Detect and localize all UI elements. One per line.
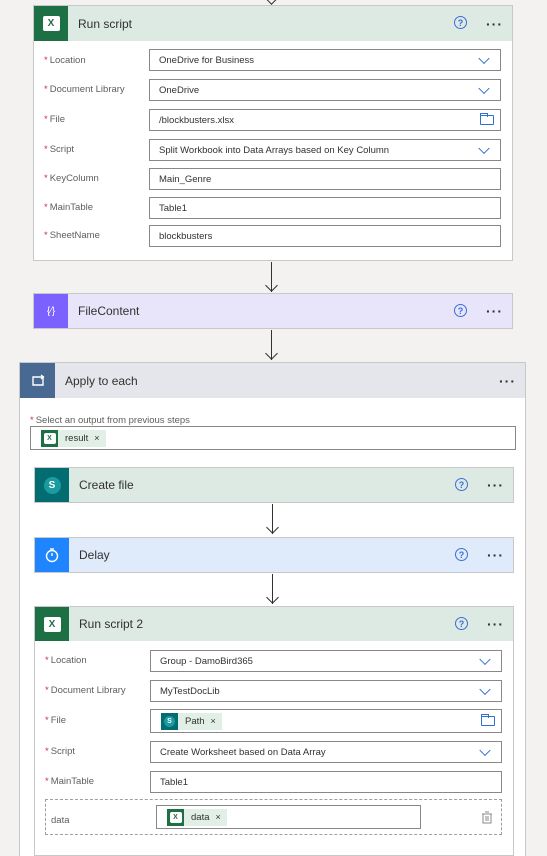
connector-arrow-head	[265, 279, 278, 292]
variable-icon-container: {⁄}	[34, 294, 68, 328]
sheetname-label: *SheetName	[44, 230, 100, 241]
maintable-label: *MainTable	[44, 202, 94, 213]
data-label: data	[51, 815, 70, 826]
document-library-label: *Document Library	[44, 84, 125, 95]
excel-icon-container: X	[41, 429, 58, 447]
excel-icon: X	[43, 432, 56, 444]
keycolumn-label: *KeyColumn	[44, 173, 99, 184]
chevron-down-icon	[479, 744, 491, 757]
excel-icon: X	[42, 16, 60, 31]
document-library-dropdown[interactable]: OneDrive	[149, 79, 501, 101]
data-token[interactable]: X data ×	[167, 808, 227, 826]
file-label: *File	[44, 114, 66, 125]
chevron-down-icon	[479, 653, 491, 666]
loop-icon-container	[20, 363, 55, 398]
timer-icon-container	[35, 538, 69, 572]
run-script-card: X Run script ? ··· *Location OneDrive fo…	[33, 5, 513, 261]
excel-icon-container: X	[167, 808, 184, 826]
more-options-icon[interactable]: ···	[487, 616, 504, 632]
data-field-group: data X data ×	[45, 799, 502, 835]
folder-icon[interactable]	[480, 113, 494, 125]
connector-line	[271, 262, 272, 292]
connector-arrow-head	[266, 591, 279, 604]
trash-icon[interactable]	[481, 811, 493, 824]
more-options-icon[interactable]: ···	[499, 373, 516, 389]
document-library-label: *Document Library	[45, 685, 126, 696]
run-script-header[interactable]: X Run script ? ···	[34, 6, 512, 41]
sharepoint-icon: S	[43, 476, 61, 494]
file-input[interactable]: S Path ×	[150, 709, 502, 733]
variable-icon: {⁄}	[46, 305, 56, 317]
connector-line	[272, 574, 273, 604]
connector-line	[272, 504, 273, 534]
help-icon[interactable]: ?	[455, 478, 468, 491]
remove-token-icon[interactable]: ×	[215, 812, 221, 822]
connector-arrow-head	[265, 347, 278, 360]
help-icon[interactable]: ?	[455, 548, 468, 561]
run-script-title: Run script	[78, 16, 133, 31]
more-options-icon[interactable]: ···	[486, 303, 503, 319]
chevron-down-icon	[478, 142, 490, 155]
excel-icon: X	[169, 811, 182, 823]
help-icon[interactable]: ?	[454, 304, 467, 317]
help-icon[interactable]: ?	[454, 16, 467, 29]
chevron-down-icon	[479, 683, 491, 696]
folder-icon[interactable]	[481, 714, 495, 726]
excel-icon-container: X	[35, 607, 69, 641]
apply-to-each-title: Apply to each	[65, 373, 138, 388]
remove-token-icon[interactable]: ×	[210, 716, 216, 726]
sharepoint-icon-container: S	[35, 468, 69, 502]
connector-arrow-head	[266, 521, 279, 534]
sharepoint-icon: S	[164, 715, 175, 727]
file-label: *File	[45, 715, 67, 726]
delay-card[interactable]: Delay ? ···	[34, 537, 514, 573]
help-icon[interactable]: ?	[455, 617, 468, 630]
location-label: *Location	[44, 55, 86, 66]
location-dropdown[interactable]: OneDrive for Business	[149, 49, 501, 71]
script-dropdown[interactable]: Create Worksheet based on Data Array	[150, 741, 502, 763]
location-dropdown[interactable]: Group - DamoBird365	[150, 650, 502, 672]
data-input[interactable]: X data ×	[156, 805, 421, 829]
create-file-header[interactable]: S Create file ? ···	[35, 468, 513, 502]
filecontent-header[interactable]: {⁄} FileContent ? ···	[34, 294, 512, 328]
keycolumn-input[interactable]: Main_Genre	[149, 168, 501, 190]
more-options-icon[interactable]: ···	[487, 547, 504, 563]
create-file-card[interactable]: S Create file ? ···	[34, 467, 514, 503]
delay-header[interactable]: Delay ? ···	[35, 538, 513, 572]
script-label: *Script	[45, 746, 75, 757]
apply-to-each-container: Apply to each ··· *Select an output from…	[19, 362, 526, 856]
select-output-input[interactable]: X result ×	[30, 426, 516, 450]
run-script-2-header[interactable]: X Run script 2 ? ···	[35, 607, 513, 641]
maintable-input[interactable]: Table1	[149, 197, 501, 219]
location-label: *Location	[45, 655, 87, 666]
more-options-icon[interactable]: ···	[487, 477, 504, 493]
create-file-title: Create file	[79, 478, 134, 492]
script-dropdown[interactable]: Split Workbook into Data Arrays based on…	[149, 139, 501, 161]
maintable-input[interactable]: Table1	[150, 771, 502, 793]
file-input[interactable]: /blockbusters.xlsx	[149, 109, 501, 131]
connector-line	[271, 330, 272, 360]
apply-to-each-header[interactable]: Apply to each ···	[20, 363, 525, 398]
excel-icon: X	[43, 616, 61, 632]
select-output-label: *Select an output from previous steps	[30, 415, 190, 426]
script-label: *Script	[44, 144, 74, 155]
sharepoint-icon-container: S	[161, 712, 178, 730]
chevron-down-icon	[478, 52, 490, 65]
more-options-icon[interactable]: ···	[486, 16, 503, 32]
delay-title: Delay	[79, 548, 110, 562]
chevron-down-icon	[478, 82, 490, 95]
filecontent-card[interactable]: {⁄} FileContent ? ···	[33, 293, 513, 329]
document-library-dropdown[interactable]: MyTestDocLib	[150, 680, 502, 702]
filecontent-title: FileContent	[78, 304, 140, 318]
maintable-label: *MainTable	[45, 776, 95, 787]
result-token[interactable]: X result ×	[41, 429, 106, 447]
loop-icon	[31, 373, 45, 386]
remove-token-icon[interactable]: ×	[94, 433, 100, 443]
path-token[interactable]: S Path ×	[161, 712, 222, 730]
timer-icon	[45, 548, 59, 563]
run-script-2-title: Run script 2	[79, 617, 144, 631]
sheetname-input[interactable]: blockbusters	[149, 225, 501, 247]
excel-icon-container: X	[34, 6, 68, 41]
run-script-2-card: X Run script 2 ? ··· *Location Group - D…	[34, 606, 514, 856]
